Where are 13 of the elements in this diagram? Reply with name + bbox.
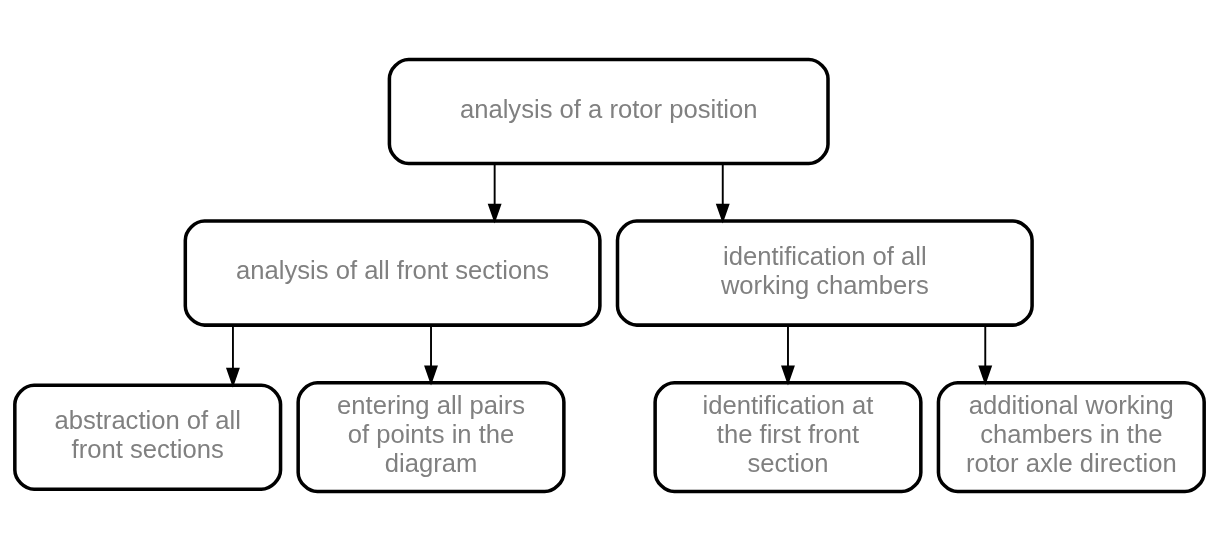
arrow — [424, 324, 438, 386]
node-box: analysis of all front sections — [183, 219, 602, 327]
node-box: entering all pairs of points in the diagram — [296, 381, 566, 494]
arrow — [781, 324, 795, 386]
node-box: identification of all working chambers — [615, 219, 1034, 327]
arrow — [487, 162, 502, 224]
node-box: additional working chambers in the rotor axle direction — [936, 381, 1206, 494]
node-box: identification at the first front section — [653, 381, 923, 494]
arrow — [225, 324, 240, 388]
arrow — [715, 162, 730, 224]
node-box: analysis of a rotor position — [387, 57, 830, 166]
arrow — [978, 324, 993, 386]
node-box: abstraction of all front sections — [13, 383, 283, 491]
